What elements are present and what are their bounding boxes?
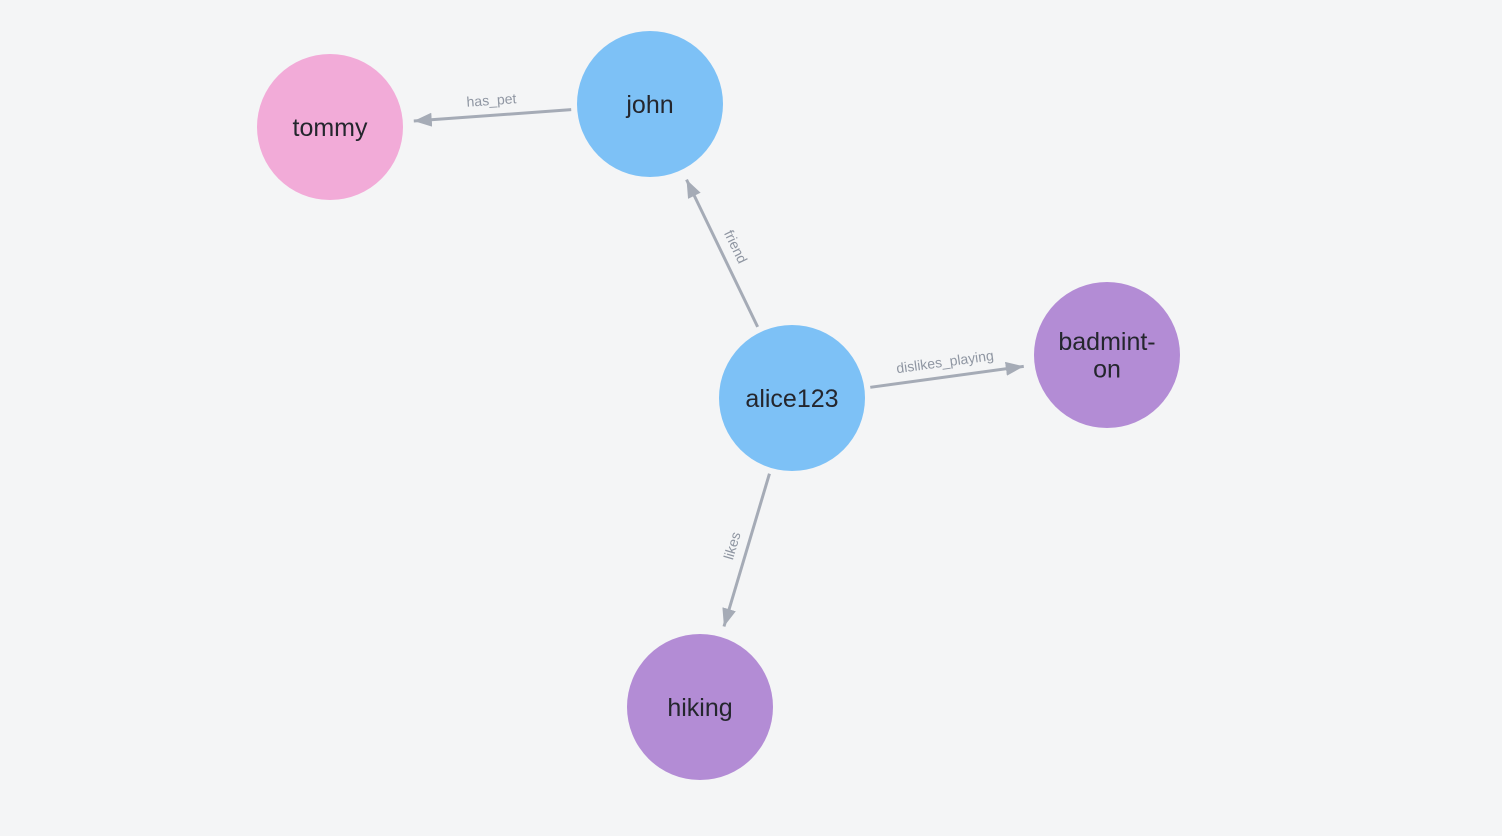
edge-alice123-dislikes_playing-badminton[interactable] [870, 361, 1024, 389]
graph-node-hiking[interactable] [627, 634, 773, 780]
edge-alice123-friend-john[interactable] [685, 178, 759, 328]
graph-node-badminton[interactable] [1034, 282, 1180, 428]
graph-node-tommy[interactable] [257, 54, 403, 200]
edge-label-likes: likes [720, 530, 743, 561]
edge-alice123-likes-hiking[interactable] [722, 473, 771, 627]
edge-label-has_pet: has_pet [466, 90, 517, 110]
graph-node-alice123[interactable] [719, 325, 865, 471]
graph-node-john[interactable] [577, 31, 723, 177]
edge-john-has_pet-tommy[interactable] [413, 108, 572, 127]
